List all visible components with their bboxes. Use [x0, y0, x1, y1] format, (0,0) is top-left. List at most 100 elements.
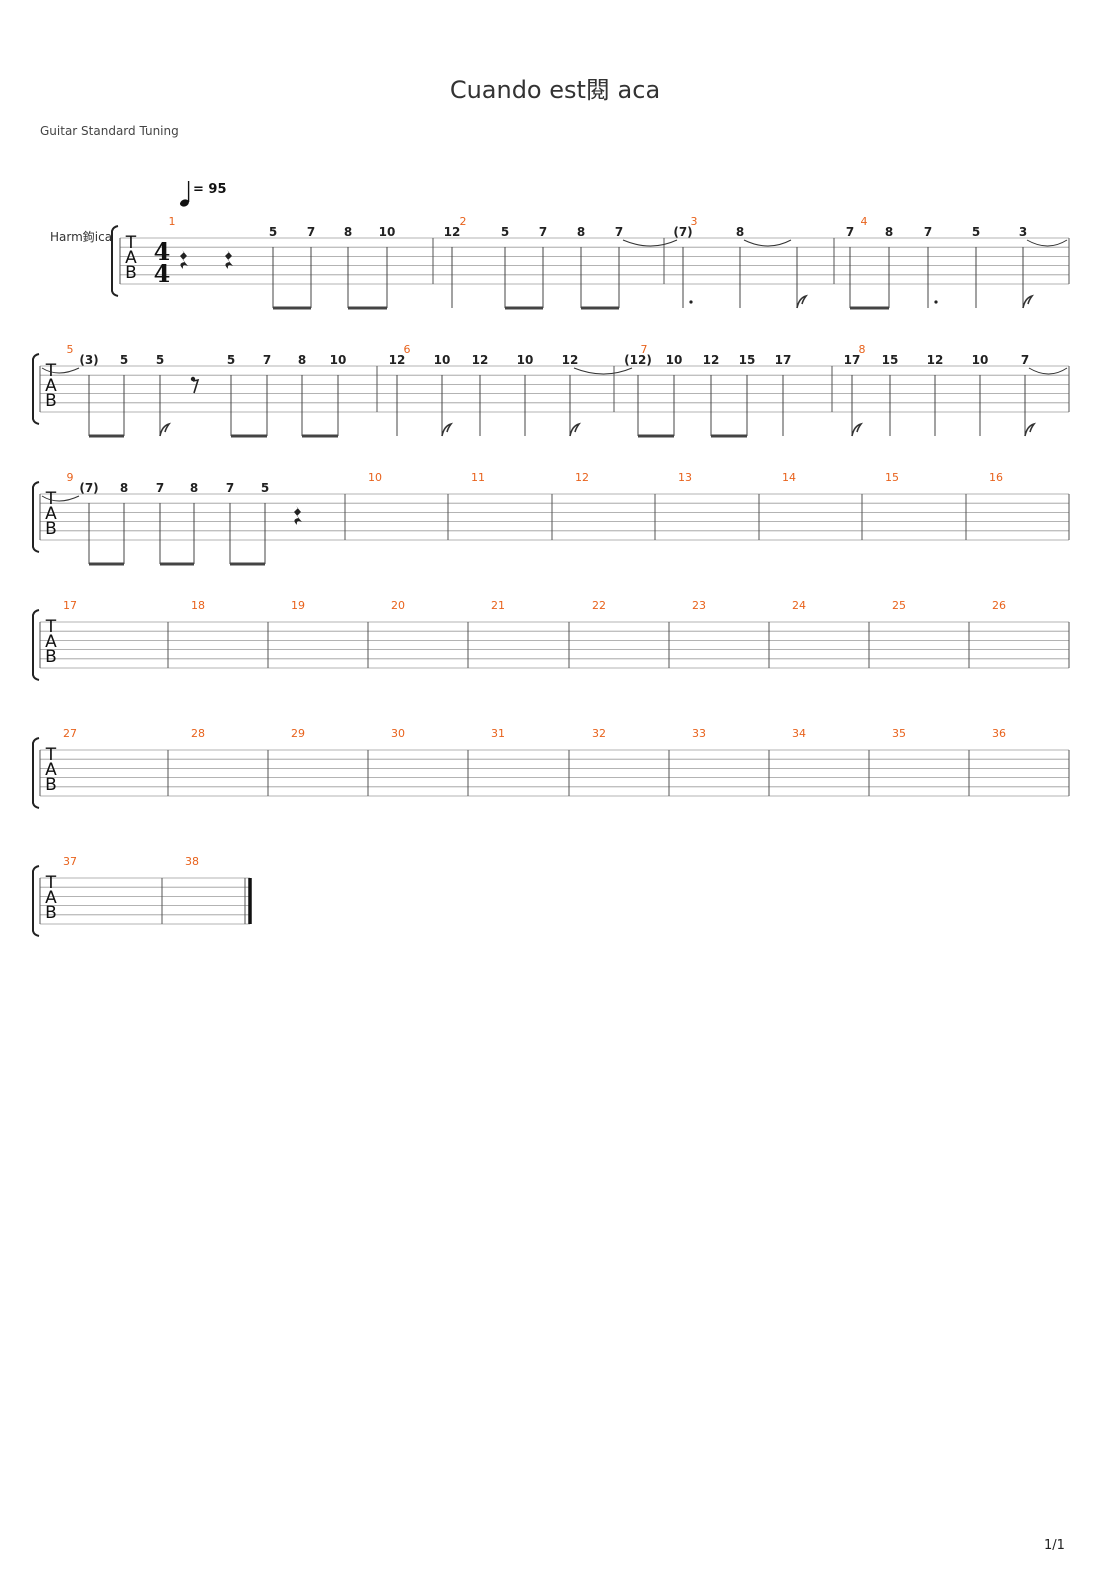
tie-arc	[573, 367, 633, 375]
tempo-marking: = 95	[180, 181, 227, 207]
quarter-rest-icon	[294, 506, 302, 525]
fret-number: 5	[227, 353, 235, 367]
instrument-name: Harm鉤ica	[50, 229, 112, 244]
instrument-label: Harm鉤ica	[50, 229, 112, 244]
tie-arc	[41, 367, 80, 374]
fret-number: 10	[330, 353, 347, 367]
fret-number: 12	[562, 353, 579, 367]
fret-number: 15	[739, 353, 756, 367]
fret-number: 10	[379, 225, 396, 239]
measure-number: 36	[992, 727, 1006, 740]
tie-arc	[743, 239, 792, 247]
system-bracket	[32, 609, 40, 681]
fret-number: 7	[156, 481, 164, 495]
tempo-value: = 95	[193, 182, 227, 197]
tab-clef-letter: T	[45, 361, 57, 381]
measure-number: 28	[191, 727, 205, 740]
fret-number: 5	[156, 353, 164, 367]
fret-number: 8	[885, 225, 893, 239]
fret-number: 8	[577, 225, 585, 239]
tab-clef-letter: B	[45, 775, 57, 795]
time-signature-top: 4	[154, 237, 171, 266]
fret-number: (7)	[673, 225, 692, 239]
eighth-flag-icon	[1022, 294, 1035, 309]
fret-number: 10	[434, 353, 451, 367]
tab-clef-letter: B	[45, 903, 57, 923]
measure-number: 27	[63, 727, 77, 740]
fret-number: 10	[666, 353, 683, 367]
measure-number: 2	[460, 215, 467, 228]
system-bracket	[32, 353, 40, 425]
measure-number: 29	[291, 727, 305, 740]
measure-number: 12	[575, 471, 589, 484]
time-signature-bottom: 4	[154, 259, 171, 288]
quarter-note-icon	[180, 199, 189, 207]
dot	[689, 300, 693, 304]
measure-number: 8	[859, 343, 866, 356]
fret-number: 17	[775, 353, 792, 367]
measure-number: 9	[67, 471, 74, 484]
tuning-label: Guitar Standard Tuning	[40, 124, 179, 138]
tie-arc	[1028, 367, 1068, 375]
eighth-flag-icon	[569, 422, 582, 437]
tab-clef-letter: T	[45, 489, 57, 509]
tab-clef-letter: B	[45, 391, 57, 411]
measure-number: 25	[892, 599, 906, 612]
fret-number: 7	[846, 225, 854, 239]
fret-number: 5	[261, 481, 269, 495]
fret-number: 7	[924, 225, 932, 239]
fret-number: 8	[344, 225, 352, 239]
measure-number: 33	[692, 727, 706, 740]
fret-number: 7	[615, 225, 623, 239]
fret-number: 7	[539, 225, 547, 239]
measure-number: 22	[592, 599, 606, 612]
measure-number: 16	[989, 471, 1003, 484]
measure-number: 6	[404, 343, 411, 356]
measure-number: 34	[792, 727, 806, 740]
measure-number: 1	[169, 215, 176, 228]
fret-number: 3	[1019, 225, 1027, 239]
fret-number: 7	[263, 353, 271, 367]
fret-number: 12	[444, 225, 461, 239]
tab-clef-letter: T	[45, 617, 57, 637]
measure-number: 20	[391, 599, 405, 612]
measure-number: 13	[678, 471, 692, 484]
eighth-flag-icon	[159, 422, 172, 437]
quarter-rest-icon	[225, 250, 233, 269]
eighth-rest-icon	[192, 378, 200, 394]
page-number: 1/1	[1044, 1538, 1065, 1553]
tie-arc	[41, 495, 80, 502]
measure-number: 10	[368, 471, 382, 484]
measure-number: 31	[491, 727, 505, 740]
fret-number: 10	[517, 353, 534, 367]
fret-number: 7	[226, 481, 234, 495]
quarter-rest-icon	[180, 250, 188, 269]
measure-number: 11	[471, 471, 485, 484]
measure-number: 38	[185, 855, 199, 868]
fret-number: 8	[190, 481, 198, 495]
measure-number: 18	[191, 599, 205, 612]
fret-number: 12	[389, 353, 406, 367]
fret-number: 8	[120, 481, 128, 495]
tab-clef-letter: T	[125, 233, 137, 253]
measure-number: 23	[692, 599, 706, 612]
fret-number: 5	[972, 225, 980, 239]
tab-clef-letter: A	[45, 504, 57, 524]
fret-number: 5	[120, 353, 128, 367]
eighth-flag-icon	[796, 294, 809, 309]
measure-number: 14	[782, 471, 796, 484]
measure-number: 24	[792, 599, 806, 612]
measure-number: 35	[892, 727, 906, 740]
fret-number: 17	[844, 353, 861, 367]
eighth-flag-icon	[851, 422, 864, 437]
measure-number: 37	[63, 855, 77, 868]
tab-clef-letter: T	[45, 745, 57, 765]
fret-number: 8	[298, 353, 306, 367]
system-bracket	[32, 481, 40, 553]
